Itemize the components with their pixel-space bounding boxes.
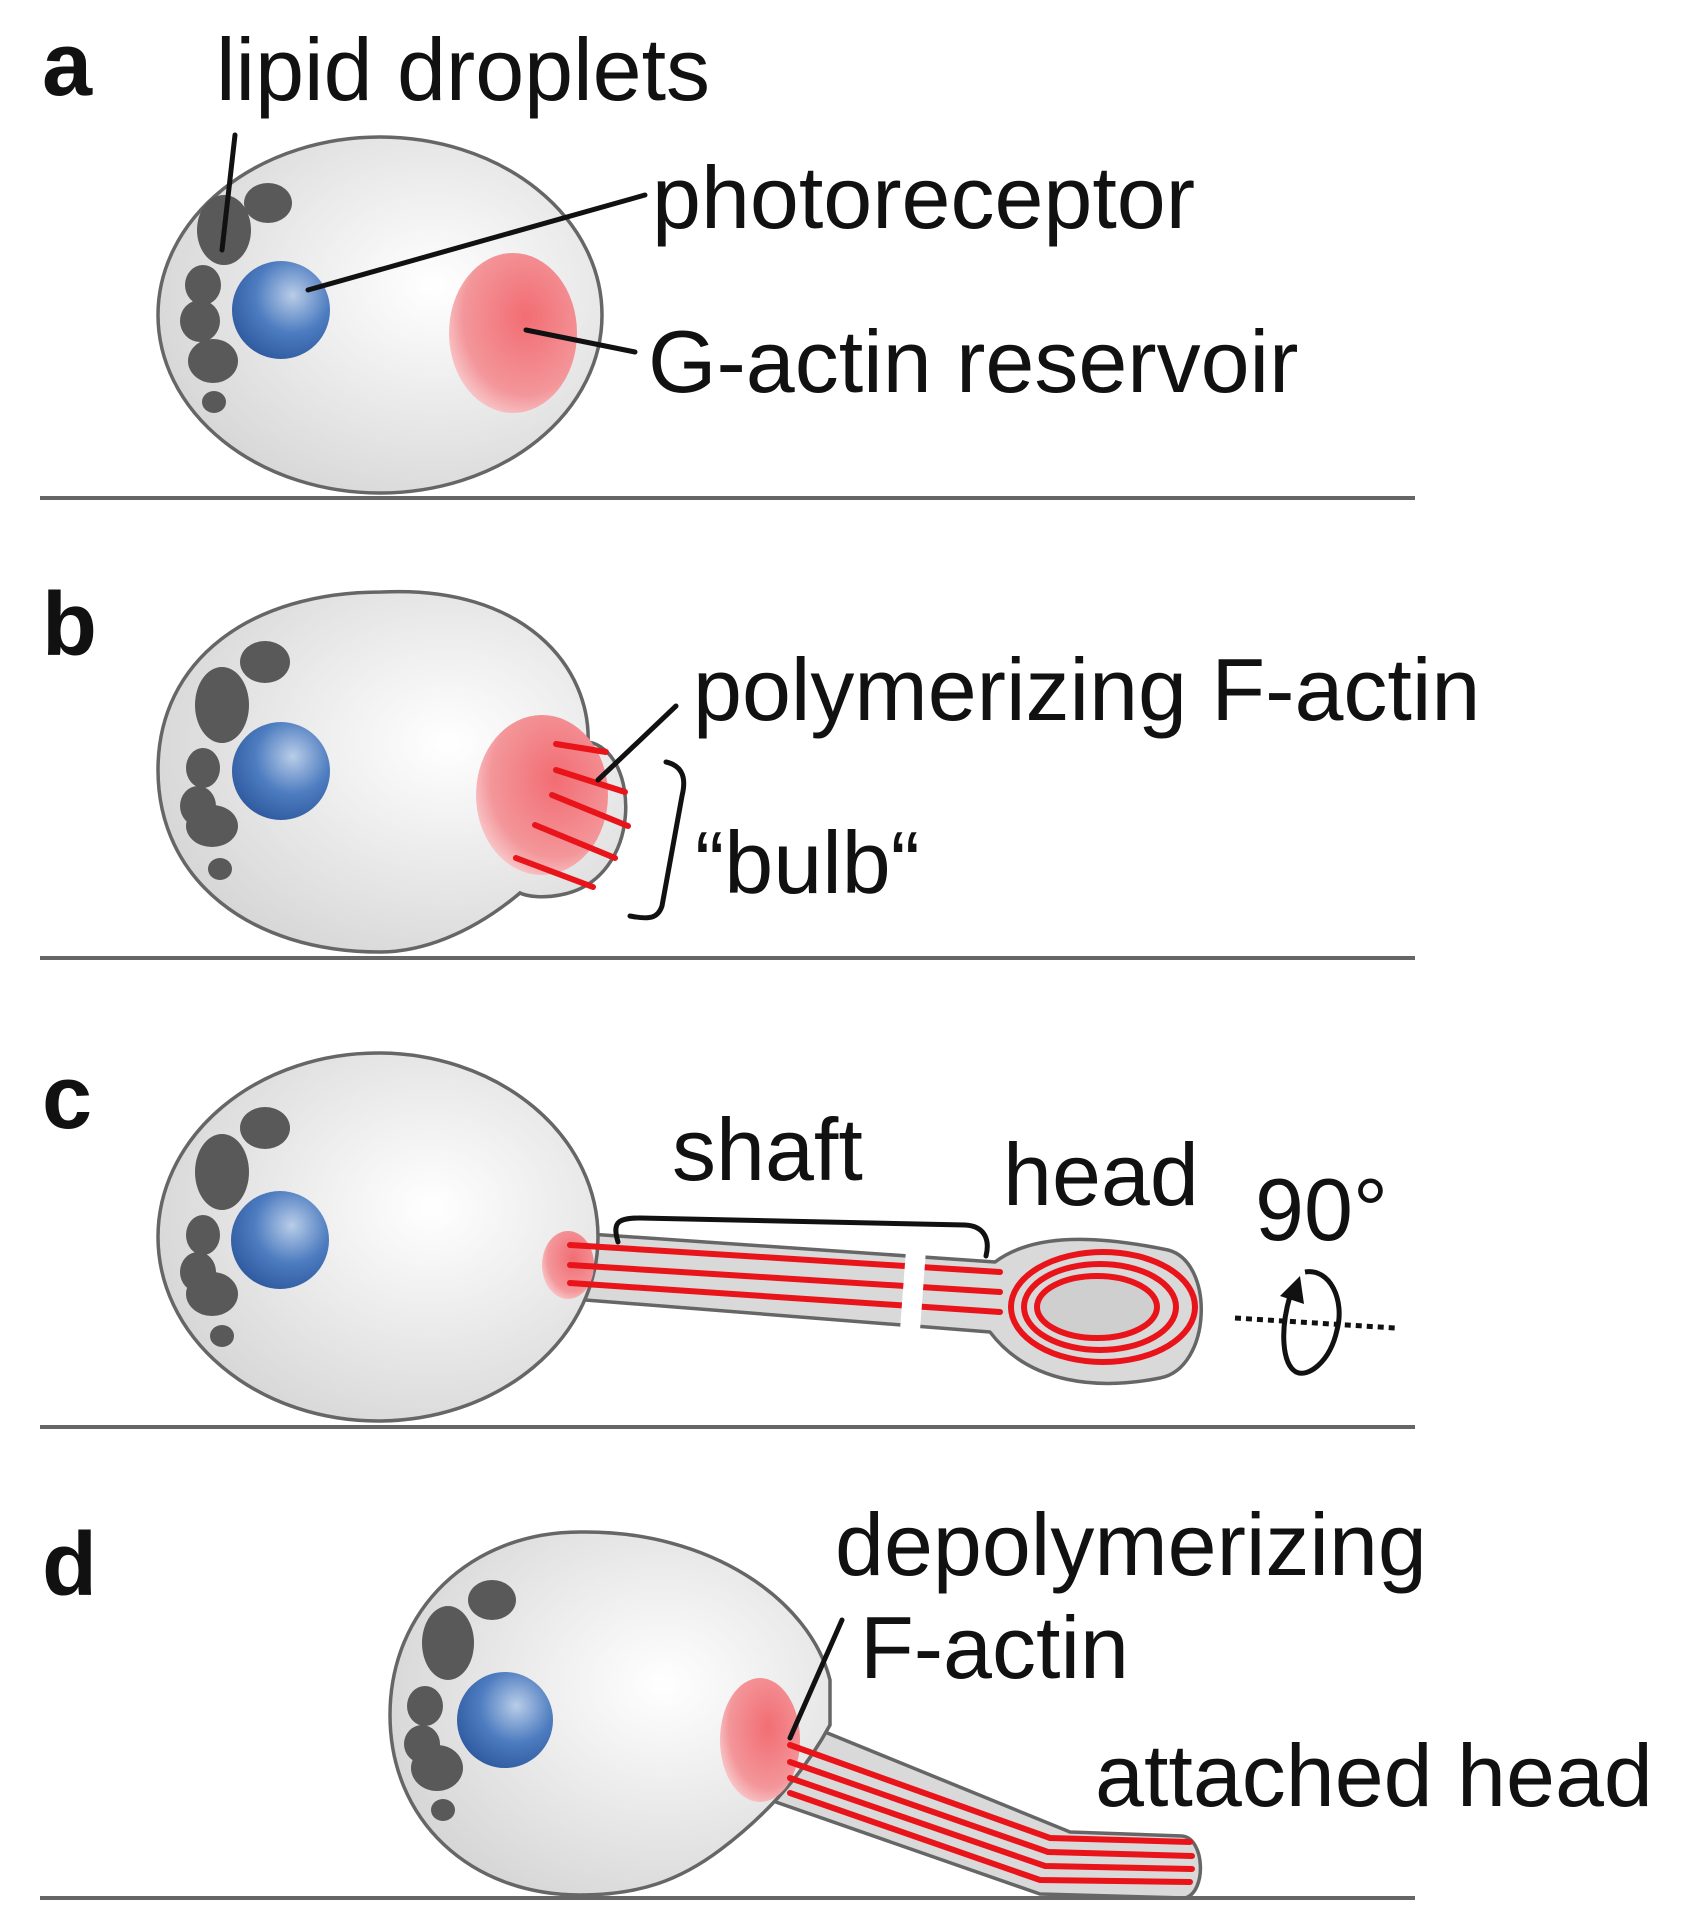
rotation-axis-icon (1234, 1269, 1396, 1376)
leader-polymerizing (595, 703, 679, 783)
panel-c-letter: c (42, 1048, 92, 1148)
photoreceptor-c (231, 1191, 329, 1289)
panel-a-letter: a (42, 15, 93, 115)
leader-lipid-droplets (219, 132, 238, 253)
head-f-actin-loops (1008, 1249, 1198, 1365)
label-shaft: shaft (672, 1100, 863, 1199)
lipid-droplets-d (404, 1580, 516, 1821)
label-attached-head: attached head (1095, 1726, 1653, 1825)
g-actin-reservoir-b (476, 715, 608, 875)
g-actin-reservoir-d (720, 1678, 800, 1802)
label-depolymerizing-line1: depolymerizing (835, 1495, 1427, 1594)
cell-body-c (156, 1051, 600, 1423)
lipid-droplets-c (180, 1107, 290, 1347)
depolymerizing-f-actin-filaments (787, 1742, 1195, 1885)
label-depolymerizing-line2: F-actin (860, 1598, 1129, 1697)
lipid-droplets-a (180, 183, 292, 413)
shaft-bracket (613, 1215, 990, 1259)
panel-c: c shaft head 90° (40, 1048, 1415, 1429)
shaft-f-actin-filaments (567, 1242, 1003, 1315)
label-g-actin-reservoir: G-actin reservoir (648, 312, 1298, 411)
bulb-bracket (627, 759, 687, 921)
photoreceptor-d (457, 1672, 553, 1768)
panel-b-letter: b (42, 575, 97, 675)
leader-depolymerizing (787, 1617, 845, 1741)
lipid-droplets-b (180, 641, 290, 880)
photoreceptor-a (232, 261, 330, 359)
shaft-break (900, 1250, 926, 1330)
leader-photoreceptor (305, 192, 648, 293)
panel-b: b polymerizing F-actin “bulb“ (40, 575, 1480, 960)
cell-body-d (388, 1530, 832, 1897)
label-rotation: 90° (1255, 1160, 1388, 1259)
g-actin-reservoir-a (449, 253, 577, 413)
label-photoreceptor: photoreceptor (652, 148, 1195, 247)
photoreceptor-b (232, 722, 330, 820)
polymerizing-f-actin-filaments (513, 741, 631, 890)
panel-d-letter: d (42, 1515, 97, 1615)
panel-a: a lipid droplets photoreceptor G-actin r… (40, 15, 1415, 500)
leader-g-actin (523, 327, 638, 355)
label-lipid-droplets: lipid droplets (216, 20, 710, 119)
label-head: head (1003, 1125, 1199, 1224)
label-polymerizing-f-actin: polymerizing F-actin (693, 640, 1480, 739)
label-bulb: “bulb“ (695, 813, 920, 912)
panel-d: d depolymerizing F-actin attached head (40, 1495, 1653, 1900)
